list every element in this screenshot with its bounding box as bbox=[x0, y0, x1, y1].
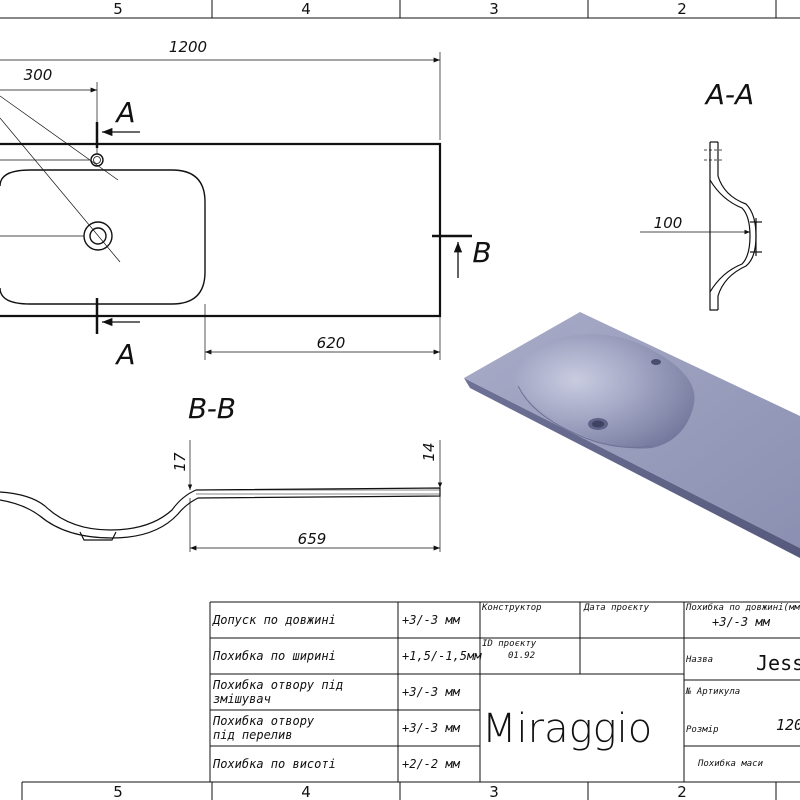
tolerance-label-3-line-1: Похибка отвору під bbox=[212, 678, 343, 692]
section-b-label: B bbox=[472, 236, 491, 269]
tolerance-label-4-line-1: Похибка отвору bbox=[212, 714, 315, 728]
size-value: 120 bbox=[776, 716, 800, 734]
dim-label-659: 659 bbox=[298, 530, 327, 548]
faucet-hole-inner bbox=[93, 156, 101, 164]
size-label: Розмір bbox=[686, 725, 719, 735]
tolerance-rows: Допуск по довжині +3/-3 мм Похибка по шири… bbox=[212, 613, 482, 771]
length-tolerance-value: +3/-3 мм bbox=[712, 615, 771, 629]
leader-lines bbox=[0, 95, 121, 263]
section-a-label-bottom: A bbox=[114, 338, 135, 371]
article-number-label: № Артикула bbox=[685, 687, 740, 697]
zone-marker-bottom-4: 4 bbox=[301, 783, 311, 800]
dim-label-300: 300 bbox=[24, 66, 53, 84]
length-tolerance-label: Похибка по довжині(мм) bbox=[685, 602, 800, 613]
zone-marker-top-3: 3 bbox=[489, 0, 499, 18]
tolerance-value-3: +3/-3 мм bbox=[402, 685, 461, 699]
dim-label-14: 14 bbox=[420, 442, 438, 461]
brand-logo: Miraggio bbox=[482, 706, 652, 752]
designer-label: Конструктор bbox=[481, 603, 542, 613]
dim-label-620: 620 bbox=[317, 334, 346, 352]
tolerance-label-4-line-2: під перелив bbox=[213, 728, 292, 742]
zone-marker-bottom-3: 3 bbox=[489, 783, 499, 800]
plan-slab-outline bbox=[0, 142, 442, 318]
project-date-label: Дата проєкту bbox=[583, 603, 650, 613]
product-render bbox=[464, 312, 800, 558]
tolerance-value-1: +3/-3 мм bbox=[402, 613, 461, 627]
tolerance-label-1: Допуск по довжині bbox=[212, 613, 336, 627]
tolerance-label-5: Похибка по висоті bbox=[212, 757, 336, 771]
zone-marker-top-4: 4 bbox=[301, 0, 311, 18]
render-bowl bbox=[512, 334, 695, 449]
section-aa-profile bbox=[640, 141, 762, 311]
tolerance-value-4: +3/-3 мм bbox=[402, 721, 461, 735]
zone-marker-top-2: 2 bbox=[677, 0, 687, 18]
section-bb-profile bbox=[0, 440, 443, 552]
section-aa-title: A-A bbox=[704, 78, 754, 111]
zone-marker-bottom-2: 2 bbox=[677, 783, 687, 800]
render-faucet-hole bbox=[651, 359, 661, 365]
zone-marker-top-5: 5 bbox=[113, 0, 123, 18]
product-name-value: Jess bbox=[756, 651, 800, 675]
tolerance-label-3-line-2: змішувач bbox=[213, 692, 271, 706]
tolerance-label-2: Похибка по ширині bbox=[212, 649, 336, 663]
dim-label-17: 17 bbox=[171, 452, 189, 472]
zone-marker-bottom-5: 5 bbox=[113, 783, 123, 800]
mass-tolerance-label: Похибка маси bbox=[697, 758, 764, 769]
project-id-label: ID проєкту bbox=[482, 639, 537, 649]
project-id-value: 01.92 bbox=[508, 651, 535, 661]
plan-view bbox=[0, 52, 472, 360]
tolerance-value-2: +1,5/-1,5мм bbox=[402, 649, 482, 663]
tolerance-table bbox=[209, 601, 800, 782]
dim-label-100: 100 bbox=[654, 214, 683, 232]
product-name-label: Назва bbox=[685, 655, 713, 665]
faucet-hole bbox=[90, 153, 104, 167]
drain-hole-inner bbox=[89, 227, 107, 245]
section-bb-title: B-B bbox=[188, 392, 236, 425]
tolerance-value-5: +2/-2 мм bbox=[402, 757, 461, 771]
section-a-label-top: A bbox=[114, 96, 135, 129]
dim-label-1200: 1200 bbox=[169, 38, 207, 56]
plan-bowl-outline bbox=[0, 169, 206, 305]
